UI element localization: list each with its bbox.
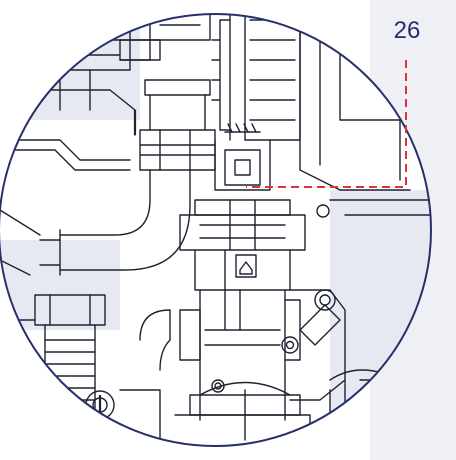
callout-leader-line (246, 60, 407, 188)
callout-number: 26 (394, 17, 421, 44)
detail-circle-border (0, 13, 432, 447)
